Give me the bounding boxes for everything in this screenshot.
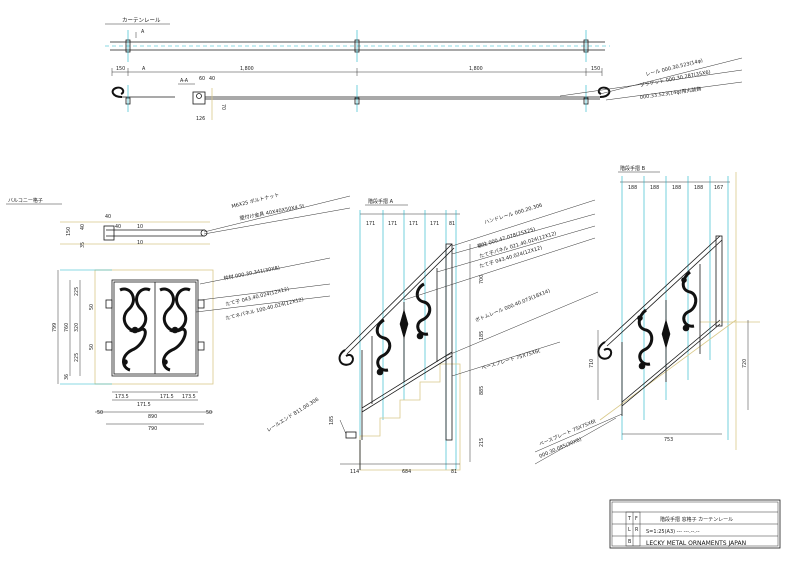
bal-bdim-890: 890 — [148, 414, 157, 420]
bal-bdim-50-right: 50 — [206, 410, 212, 416]
sb-tdim-167: 167 — [714, 185, 723, 191]
bal-vdim-320: 320 — [74, 323, 80, 332]
sa-rdim-215: 215 — [479, 438, 485, 447]
bal-plan-dim-40c: 40 — [80, 224, 86, 230]
cr-section-dim-70: 70 — [220, 104, 226, 110]
tb-mark-f: F — [635, 516, 638, 522]
sa-bdim-684: 684 — [402, 469, 411, 475]
cr-section-dim-60: 60 — [199, 76, 205, 82]
bal-bdim-1715-b: 171.5 — [160, 394, 174, 400]
sa-tdim-171-1: 171 — [366, 221, 375, 227]
bal-vdim-799: 799 — [52, 323, 58, 332]
sa-ldim-185: 185 — [329, 416, 335, 425]
sa-callout-baseplate: ベースプレート 75X75X6t — [481, 348, 541, 372]
balcony-title: バルコニー格子 — [8, 197, 43, 204]
sb-rdim-720: 720 — [742, 359, 748, 368]
bal-vdim-225-top: 225 — [74, 287, 80, 296]
tb-mark-b: B — [628, 539, 631, 545]
sa-tdim-81: 81 — [449, 221, 455, 227]
tb-mark-r: R — [635, 527, 639, 533]
sb-tdim-188-4: 188 — [694, 185, 703, 191]
tb-company: LECKY METAL ORNAMENTS JAPAN — [646, 540, 746, 547]
bal-callout-bolt: M6X25 ボルトナット — [231, 191, 280, 210]
bal-plan-dim-40b: 40 — [115, 224, 121, 230]
curtain-rail-view: カーテンレール A 150 A 1,800 1,800 150 — [105, 17, 743, 122]
stair-a-title: 階段手摺 A — [368, 198, 394, 205]
balcony-view: バルコニー格子 40 40 10 150 40 35 10 M6X25 ボルトナ… — [6, 191, 351, 432]
sa-tdim-171-4: 171 — [430, 221, 439, 227]
cr-dim-a: A — [142, 66, 146, 72]
section-mark-top: A — [141, 29, 145, 35]
bal-vdim-225-bot: 225 — [74, 353, 80, 362]
bal-plan-dim-150: 150 — [66, 227, 72, 236]
bal-vdim-36: 36 — [64, 374, 70, 380]
sa-callout-bottomrail: ボトムレール 000.40.073(18X14) — [474, 287, 551, 324]
sa-callout-railend: レールエンド 811.00.306 — [266, 397, 320, 434]
bal-bdim-1715-a: 171.5 — [137, 402, 151, 408]
sb-tdim-188-3: 188 — [672, 185, 681, 191]
bal-bdim-50-left: 50 — [97, 410, 103, 416]
bal-callout-frame: 枠材 000.30.341(30X8) — [223, 264, 280, 282]
cr-section-dim-40: 40 — [209, 76, 215, 82]
sa-rdim-700: 700 — [479, 275, 485, 284]
stair-a-view: 階段手摺 A 171 171 171 171 81 — [266, 198, 599, 475]
cr-dim-150-left: 150 — [116, 66, 125, 72]
cr-callout-ornament: 000.33.523(14φ)用丸装飾 — [639, 85, 702, 101]
sa-callout-handrail: ハンドレール 000.20.306 — [484, 203, 543, 226]
stair-b-view: 階段手摺 B 188 188 188 188 167 — [534, 165, 760, 465]
curtain-rail-title: カーテンレール — [122, 17, 161, 24]
tb-mark-t: T — [627, 516, 631, 522]
cr-dim-1800-a: 1,800 — [240, 66, 254, 72]
sa-tdim-171-2: 171 — [388, 221, 397, 227]
bal-plan-dim-40a: 40 — [105, 214, 111, 220]
sb-tdim-188-2: 188 — [650, 185, 659, 191]
stair-b-title: 階段手摺 B — [620, 165, 646, 172]
bal-bdim-1735-b: 173.5 — [182, 394, 196, 400]
tb-scale-row: S=1:25(A3) --- ---.--.-- — [646, 529, 700, 535]
sa-rdim-185: 185 — [479, 331, 485, 340]
sa-bdim-81: 81 — [451, 469, 457, 475]
bal-bdim-1735-a: 173.5 — [115, 394, 129, 400]
bal-plan-dim-10: 10 — [137, 224, 143, 230]
cr-dim-150-right: 150 — [591, 66, 600, 72]
sb-bdim-753: 753 — [664, 437, 673, 443]
cr-dim-1800-b: 1,800 — [469, 66, 483, 72]
tb-project: 階段手摺 窓格子 カーテンレール — [660, 516, 733, 523]
bal-bdim-790: 790 — [148, 426, 157, 432]
tb-mark-l: L — [628, 527, 631, 533]
title-block: T L F R B 階段手摺 窓格子 カーテンレール S=1:25(A3) --… — [609, 499, 781, 549]
bal-sdim-50a: 50 — [89, 304, 95, 310]
bal-vdim-760: 760 — [64, 323, 70, 332]
sa-bdim-114: 114 — [350, 469, 359, 475]
cr-section-label: A-A — [180, 78, 189, 84]
bal-plan-dim-10b: 10 — [137, 240, 143, 246]
sb-ldim-710: 710 — [589, 359, 595, 368]
bal-plan-dim-35: 35 — [80, 242, 86, 248]
sb-tdim-188-1: 188 — [628, 185, 637, 191]
sa-rdim-885: 885 — [479, 386, 485, 395]
sa-tdim-171-3: 171 — [409, 221, 418, 227]
bal-sdim-50b: 50 — [89, 344, 95, 350]
cr-section-dim-126: 126 — [196, 116, 205, 122]
